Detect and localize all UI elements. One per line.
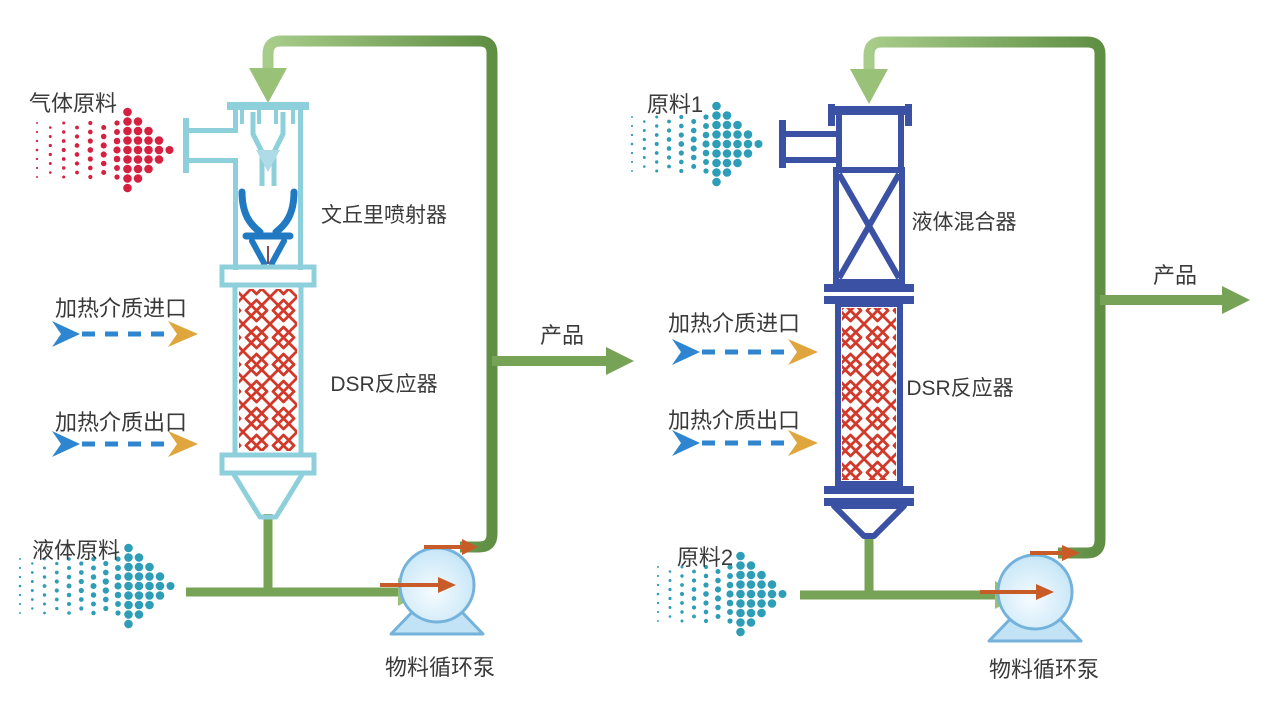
reactor-packing	[239, 289, 297, 451]
mixer-cross	[836, 172, 902, 280]
pump-label: 物料循环泵	[385, 655, 495, 680]
gas-feed-arrow	[35, 107, 174, 193]
pump-flow-arrowhead	[1036, 584, 1054, 600]
feed2-arrow	[656, 551, 787, 637]
circulation-pump	[380, 539, 485, 636]
pump-flow-arrowhead	[438, 577, 456, 593]
recycle-down-arrowhead	[249, 68, 287, 103]
gas-inlet-nozzle	[183, 118, 238, 173]
heat-outlet-arrow	[672, 430, 818, 456]
tube-wall-left-upper	[233, 110, 238, 130]
circulation-pump	[980, 545, 1083, 643]
reactor-label: DSR反应器	[906, 377, 1013, 400]
top-cap-ticks	[240, 110, 295, 124]
reactor-label: DSR反应器	[330, 373, 437, 396]
upper-flange	[824, 284, 914, 304]
reactor-packing	[842, 308, 896, 480]
heat-outlet-label: 加热介质出口	[55, 410, 187, 435]
tube-wall-left-lower	[233, 160, 238, 270]
bottom-cone	[230, 470, 306, 520]
mixer-shell	[833, 167, 905, 285]
feed2-label: 原料2	[677, 545, 733, 570]
venturi-nozzle-tip	[256, 150, 280, 172]
pump-outlet-arrowhead	[462, 539, 478, 555]
recycle-pipe	[863, 36, 1106, 559]
pump-label: 物料循环泵	[989, 657, 1099, 682]
recycle-down-arrowhead	[850, 69, 888, 104]
reactor-shell	[835, 301, 903, 487]
right-system: 原料1 液体混合器 加热介质进口 加热介质出口 DSR反应器 原料2 产品 物料…	[630, 36, 1250, 682]
heat-outlet-label: 加热介质出口	[668, 408, 800, 433]
heat-inlet-label: 加热介质进口	[668, 311, 800, 336]
lower-flange	[219, 452, 317, 476]
venturi-label: 文丘里喷射器	[321, 204, 447, 227]
liquid-feed-label: 液体原料	[32, 538, 120, 563]
lower-flange	[824, 486, 914, 506]
mixer-label: 液体混合器	[912, 211, 1017, 234]
venturi-body	[238, 188, 298, 269]
heat-inlet-arrow	[672, 339, 818, 365]
feed1-arrow	[630, 101, 763, 187]
column-top-cap	[828, 106, 912, 115]
pump-outlet-arrowhead	[1062, 545, 1080, 561]
gas-feed-label: 气体原料	[29, 91, 117, 116]
product-label: 产品	[1153, 263, 1197, 288]
mixer-reactor-column	[779, 104, 914, 539]
bottom-cone	[831, 503, 907, 539]
top-cap-tab-left	[828, 104, 835, 126]
product-label: 产品	[540, 323, 584, 348]
liquid-feed-arrow	[18, 543, 175, 629]
heat-inlet-label: 加热介质进口	[55, 296, 187, 321]
feed1-label: 原料1	[647, 92, 703, 117]
venturi-nozzle	[250, 112, 286, 186]
recycle-pipe	[262, 35, 498, 553]
feed1-inlet-nozzle	[779, 120, 840, 168]
reactor-column	[183, 102, 317, 520]
product-arrowhead	[606, 347, 634, 375]
neck-wall-right	[898, 112, 904, 172]
top-cap-tab-right	[905, 104, 912, 126]
neck-wall-left	[836, 112, 842, 172]
left-system: 气体原料 文丘里喷射器 加热介质进口 加热介质出口 DSR反应器 液体原料 产品…	[18, 35, 634, 680]
heat-inlet-arrow	[52, 321, 198, 347]
column-top-cap	[227, 102, 309, 110]
product-arrowhead	[1222, 286, 1250, 314]
tube-wall-right	[298, 110, 303, 270]
